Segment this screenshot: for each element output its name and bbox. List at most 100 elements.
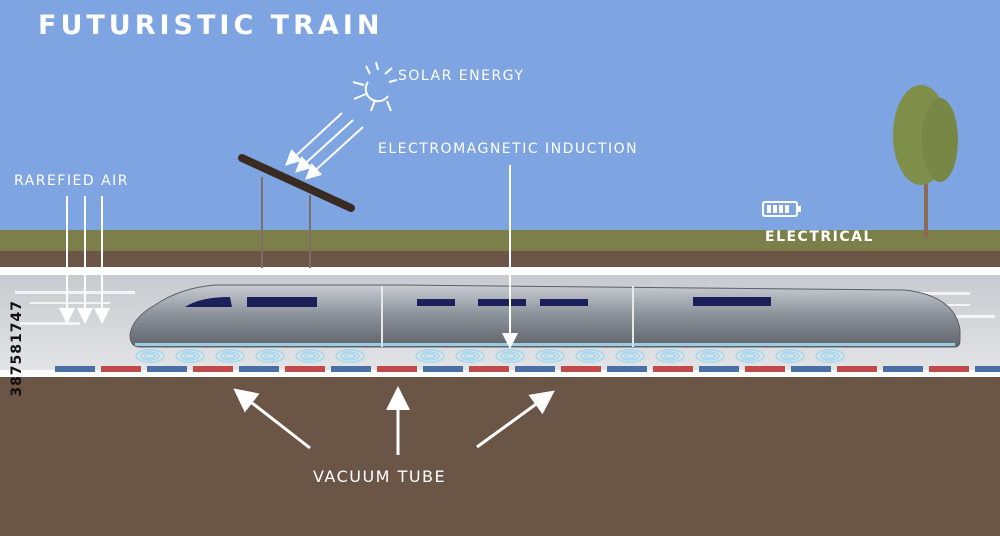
coil-ring — [424, 353, 436, 359]
magnet-segment — [423, 366, 463, 372]
battery-icon — [762, 201, 801, 217]
coil-ring — [780, 351, 800, 361]
diagram-title: FUTURISTIC TRAIN — [38, 10, 384, 41]
tree — [893, 85, 958, 238]
train — [129, 284, 961, 348]
magnet-segment — [469, 366, 509, 372]
coil-ring — [624, 353, 636, 359]
train-window-front — [185, 297, 232, 307]
train-window — [693, 297, 771, 306]
sky — [0, 0, 1000, 230]
coil-ring — [540, 351, 560, 361]
coil-ring — [700, 351, 720, 361]
coil-ring — [575, 348, 605, 364]
solar-ray-arrows — [285, 112, 364, 180]
magnet-segment — [607, 366, 647, 372]
coil-ring — [260, 351, 280, 361]
train-body — [129, 284, 961, 348]
tree-trunk — [924, 150, 928, 238]
coil-ring — [304, 353, 316, 359]
coil-ring — [704, 353, 716, 359]
coil-ring — [815, 348, 845, 364]
magnet-segment — [515, 366, 555, 372]
magnet-segment — [147, 366, 187, 372]
coil-ring — [620, 351, 640, 361]
magnet-segment — [929, 366, 969, 372]
coil-ring — [295, 348, 325, 364]
train-window — [247, 297, 317, 307]
coil-ring — [180, 351, 200, 361]
coil-ring — [455, 348, 485, 364]
magnet-segment — [239, 366, 279, 372]
coil-ring — [220, 351, 240, 361]
coil-ring — [695, 348, 725, 364]
coil-ring — [420, 351, 440, 361]
vacuum-tube-arrows — [233, 386, 555, 455]
coil-ring — [144, 353, 156, 359]
magnet-track — [55, 366, 1000, 372]
magnet-segment — [193, 366, 233, 372]
coil-ring — [415, 348, 445, 364]
coil-ring — [495, 348, 525, 364]
sun-icon — [352, 61, 398, 112]
coil-ring — [824, 353, 836, 359]
coil-ring — [784, 353, 796, 359]
coil-ring — [535, 348, 565, 364]
coil-ring — [224, 353, 236, 359]
train-window — [417, 299, 455, 306]
coil-ring — [615, 348, 645, 364]
coil-ring — [544, 353, 556, 359]
tube-bottom-wall — [0, 370, 1000, 377]
magnet-segment — [55, 366, 95, 372]
solar-panel — [238, 154, 355, 268]
magnet-segment — [975, 366, 1000, 372]
coil-ring — [660, 351, 680, 361]
magnet-segment — [653, 366, 693, 372]
solar-panel-board — [238, 154, 355, 212]
coil-ring — [775, 348, 805, 364]
train-window — [478, 299, 526, 306]
coil-ring — [340, 351, 360, 361]
coil-ring — [464, 353, 476, 359]
electrical-label: ELECTRICAL — [765, 229, 874, 245]
coil-ring — [820, 351, 840, 361]
magnet-segment — [331, 366, 371, 372]
train-underglow — [135, 343, 955, 346]
coil-ring — [584, 353, 596, 359]
magnet-segment — [561, 366, 601, 372]
coil-ring — [264, 353, 276, 359]
coil-ring — [135, 348, 165, 364]
magnet-segment — [101, 366, 141, 372]
rarefied-air-arrows — [59, 196, 110, 324]
coil-ring — [664, 353, 676, 359]
coil-ring — [215, 348, 245, 364]
magnet-segment — [745, 366, 785, 372]
coil-ring — [300, 351, 320, 361]
coil-ring — [655, 348, 685, 364]
solar-energy-label: SOLAR ENERGY — [398, 68, 525, 84]
coil-ring — [255, 348, 285, 364]
magnet-segment — [377, 366, 417, 372]
grass-strip — [0, 230, 1000, 251]
vacuum-tube-label: VACUUM TUBE — [313, 467, 447, 486]
coil-ring — [460, 351, 480, 361]
coil-ring — [504, 353, 516, 359]
coil-ring — [580, 351, 600, 361]
magnet-segment — [837, 366, 877, 372]
coil-ring — [344, 353, 356, 359]
coil-ring — [500, 351, 520, 361]
train-window — [540, 299, 588, 306]
coil-ring — [140, 351, 160, 361]
coil-ring — [335, 348, 365, 364]
induction-coils — [135, 348, 845, 364]
magnet-segment — [883, 366, 923, 372]
magnet-segment — [791, 366, 831, 372]
rarefied-air-label: RAREFIED AIR — [14, 173, 130, 189]
coil-ring — [744, 353, 756, 359]
tube-top-wall — [0, 267, 1000, 275]
coil-ring — [175, 348, 205, 364]
coil-ring — [735, 348, 765, 364]
magnet-segment — [285, 366, 325, 372]
